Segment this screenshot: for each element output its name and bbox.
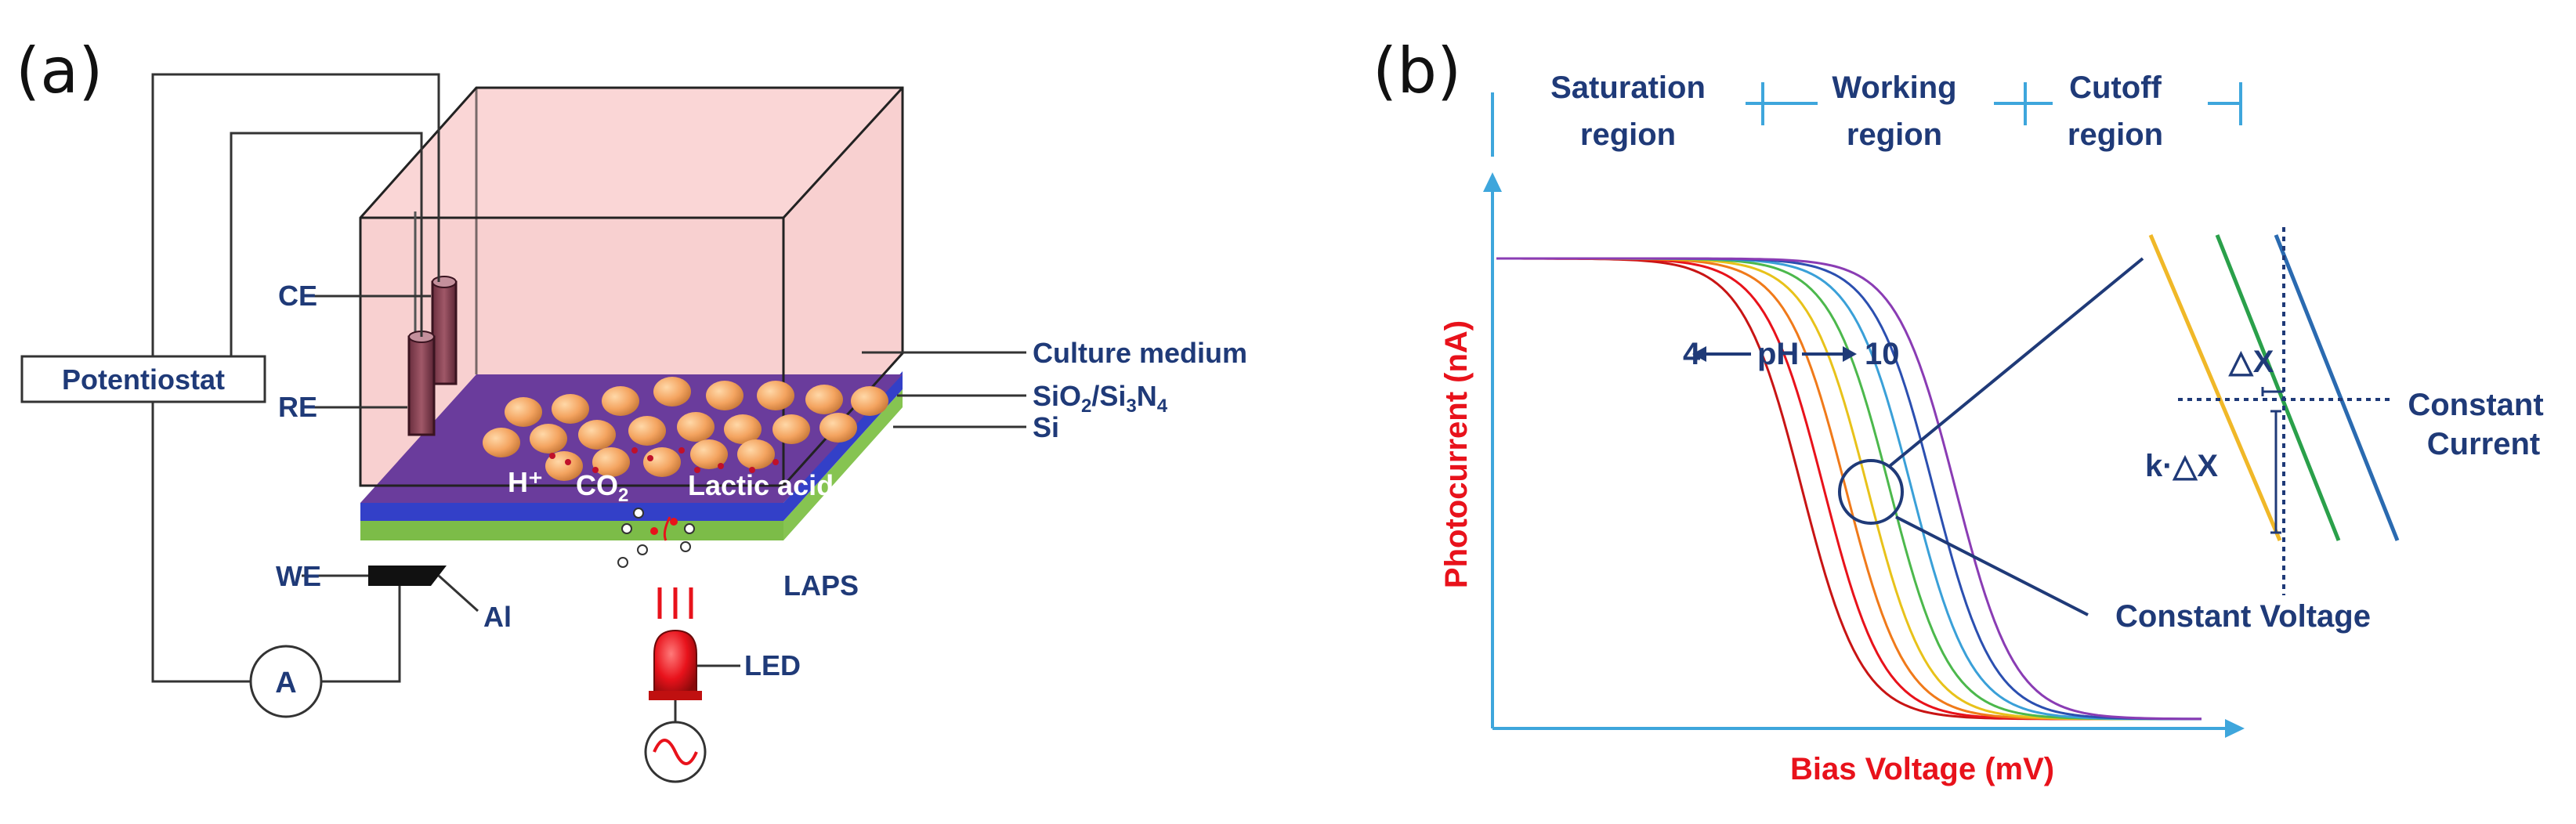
led-label: LED (744, 649, 801, 681)
cell (805, 385, 843, 414)
inset-lines (2148, 234, 2400, 541)
h-plus-label: H⁺ (508, 466, 543, 498)
cell (643, 447, 681, 477)
cell (578, 420, 616, 450)
ac-source (644, 721, 707, 783)
cell (530, 424, 567, 454)
panel-a: (a) (16, 34, 1247, 783)
k-delta-x-label: k·△X (2145, 449, 2218, 483)
co2-label: CO2 (576, 469, 628, 506)
ion-dots (549, 447, 779, 473)
axes (1483, 172, 2245, 738)
y-axis-label: Photocurrent (nA) (1439, 320, 1474, 588)
laps-label: LAPS (783, 569, 859, 602)
iv-curve (1496, 257, 2202, 721)
region-saturation-2: region (1580, 117, 1676, 152)
iv-curve (1496, 257, 2202, 721)
constant-voltage-label: Constant Voltage (2115, 599, 2371, 634)
cell (483, 428, 520, 457)
si-label: Si (1033, 411, 1059, 443)
ion-dot (631, 447, 638, 454)
cell (737, 439, 775, 469)
panel-b: (b) Saturation region Working region Cut… (1373, 34, 2544, 786)
ion-dot (647, 455, 653, 461)
cell (505, 397, 542, 427)
culture-medium-label: Culture medium (1033, 337, 1247, 369)
cell (819, 413, 857, 443)
constant-current-label-1: Constant (2408, 388, 2543, 422)
region-header: Saturation region Working region Cutoff … (1491, 70, 2242, 157)
cell (552, 394, 589, 424)
ph-high-label: 10 (1865, 337, 1900, 371)
inset-line (2274, 234, 2400, 541)
iv-curve (1496, 257, 2202, 721)
we-label: WE (276, 560, 321, 592)
iv-curve (1496, 257, 2202, 721)
iv-curve (1496, 257, 2202, 721)
charge-carriers (617, 508, 695, 568)
iv-curve (1496, 257, 2202, 721)
sio2-si3n4-layer (360, 371, 903, 521)
ce-label: CE (278, 280, 317, 312)
ion-dot (592, 467, 599, 473)
cells (483, 377, 888, 481)
iv-curves (1496, 257, 2202, 721)
ce-electrode (431, 280, 458, 385)
panel-a-label: (a) (16, 34, 103, 107)
ion-dot (565, 459, 571, 465)
al-label: Al (483, 601, 512, 633)
ion-dot (749, 467, 755, 473)
potentiostat-box: Potentiostat (20, 355, 266, 403)
ph-annotation: 4 pH 10 (1683, 337, 1900, 371)
ammeter: A (249, 645, 323, 718)
sio2-si3n4-label: SiO2/Si3N4 (1033, 380, 1168, 417)
ion-dot (694, 467, 700, 473)
cell (602, 386, 639, 416)
cell (653, 377, 691, 407)
ion-dot (678, 447, 685, 454)
ion-dot (718, 463, 724, 469)
region-cutoff-1: Cutoff (2069, 70, 2162, 105)
inset-line (2215, 234, 2341, 541)
cell (690, 439, 728, 469)
ion-dot (772, 459, 779, 465)
re-label: RE (278, 391, 317, 423)
ph-mid-label: pH (1757, 337, 1799, 371)
cell (757, 381, 794, 410)
region-working-2: region (1847, 117, 1942, 152)
zoom-callout (1838, 257, 2144, 616)
re-electrode (407, 335, 436, 436)
x-axis-label: Bias Voltage (mV) (1790, 752, 2054, 786)
region-working-1: Working (1832, 70, 1956, 105)
cell (545, 451, 583, 481)
iv-curve (1496, 257, 2202, 721)
constant-current-label-2: Current (2427, 427, 2540, 461)
circuit-wires (151, 73, 1026, 725)
panel-b-label: (b) (1373, 34, 1461, 107)
cell (706, 381, 743, 410)
inset-line (2148, 234, 2282, 541)
region-saturation-1: Saturation (1550, 70, 1706, 105)
iv-curve (1496, 257, 2202, 721)
ph-low-label: 4 (1683, 337, 1701, 371)
ammeter-label: A (275, 667, 296, 699)
cell (851, 386, 888, 416)
inset: △X k·△X Constant Current Constant Voltag… (2115, 227, 2544, 634)
delta-x-label: △X (2228, 345, 2274, 379)
region-cutoff-2: region (2068, 117, 2163, 152)
potentiostat-label: Potentiostat (62, 363, 225, 396)
lactic-acid-label: Lactic acid (688, 469, 834, 501)
cell (628, 416, 666, 446)
cell (724, 414, 762, 444)
ion-dot (549, 453, 555, 459)
cell (592, 447, 630, 477)
cell (677, 412, 715, 442)
al-contact (368, 566, 447, 586)
cell (772, 414, 810, 444)
led: LED (649, 587, 801, 700)
